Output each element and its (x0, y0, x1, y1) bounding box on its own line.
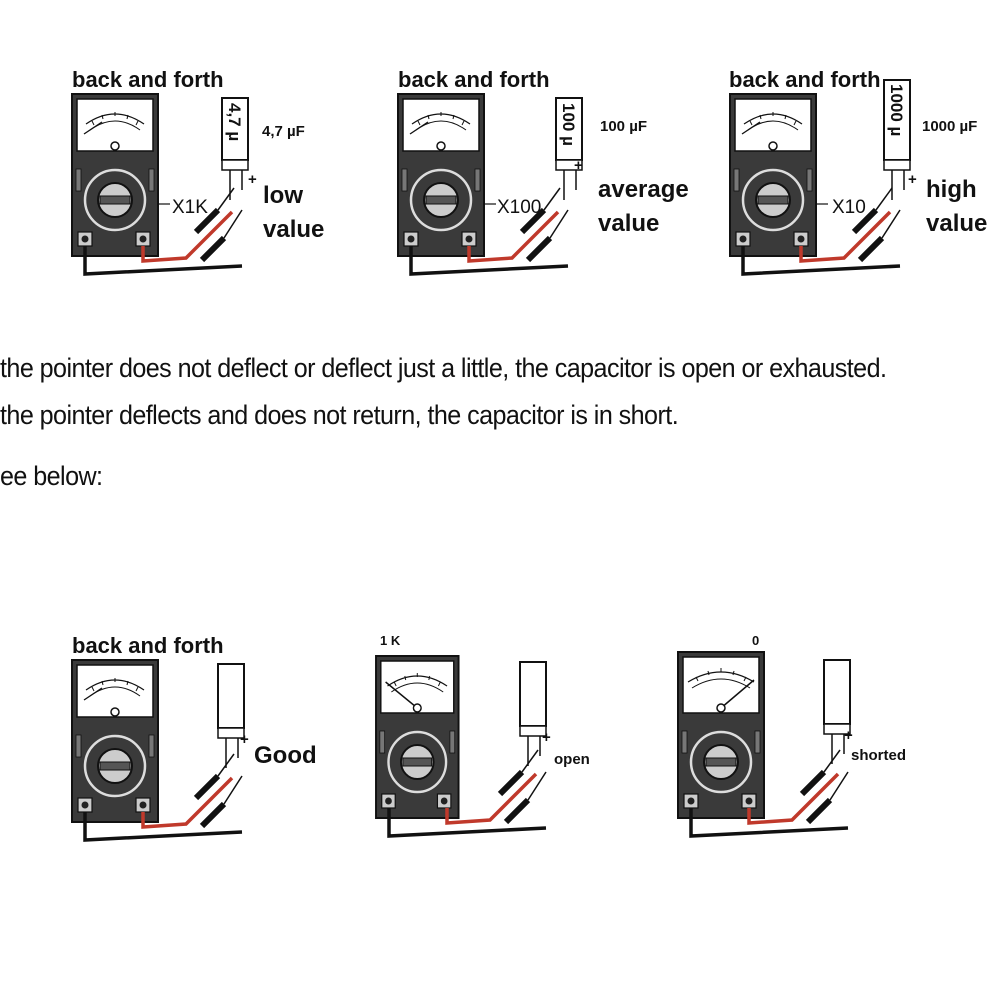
capacitance-label: 1000 µF (922, 118, 977, 135)
polarity-plus: + (542, 729, 551, 746)
multimeter (677, 651, 765, 819)
polarity-plus: + (248, 171, 257, 188)
capacitor (519, 661, 547, 766)
bottom-diagram-open: 1 K (375, 633, 590, 836)
motion-heading: back and forth (729, 67, 881, 92)
result-label: Good (254, 742, 317, 769)
range-label: X100 (497, 197, 541, 218)
multimeter (70, 658, 160, 824)
capacitor (217, 663, 245, 768)
multimeter (375, 655, 460, 819)
capacitor (823, 659, 851, 764)
see-below-line: ee below: (0, 461, 103, 491)
top-diagram-3: back and forth X10 1000 µ + 1000 µF high… (728, 67, 987, 274)
motion-heading: back and forth (72, 67, 224, 92)
scale-reading-label: 0 (752, 633, 759, 648)
capacitor-marking: 100 µ (559, 103, 578, 146)
result-label: open (554, 751, 590, 768)
range-label: X1K (172, 197, 208, 218)
result-label: shorted (851, 747, 906, 764)
value-label-line1: low (263, 182, 303, 209)
top-diagram-2: back and forth X100 100 µ + 100 µF avera… (396, 67, 689, 274)
value-label-line1: high (926, 176, 977, 203)
range-label: X10 (832, 197, 866, 218)
multimeter (396, 92, 486, 258)
value-label-line2: value (598, 210, 659, 237)
capacitor-marking: 4,7 µ (225, 103, 244, 141)
explanation-line-open: the pointer does not deflect or deflect … (0, 353, 887, 383)
capacitor: 4,7 µ (221, 97, 249, 200)
bottom-diagram-good: back and forth + Good (70, 633, 317, 840)
capacitor: 1000 µ (883, 79, 911, 200)
explanation-line-short: the pointer deflects and does not return… (0, 400, 679, 430)
motion-heading: back and forth (72, 633, 224, 658)
top-diagram-1: back and forth X1K 4,7 µ + 4,7 µF low va… (70, 67, 324, 274)
capacitor: 100 µ (555, 97, 583, 200)
capacitor-marking: 1000 µ (887, 84, 906, 136)
value-label-line2: value (263, 216, 324, 243)
multimeter (70, 92, 160, 258)
value-label-line2: value (926, 210, 987, 237)
capacitance-label: 100 µF (600, 118, 647, 135)
polarity-plus: + (844, 727, 853, 744)
value-label-line1: average (598, 176, 689, 203)
bottom-diagram-shorted: 0 + (677, 633, 906, 836)
polarity-plus: + (240, 731, 249, 748)
scale-reading-label: 1 K (380, 633, 401, 648)
polarity-plus: + (574, 157, 583, 174)
multimeter (728, 92, 818, 258)
capacitance-label: 4,7 µF (262, 123, 305, 140)
polarity-plus: + (908, 171, 917, 188)
motion-heading: back and forth (398, 67, 550, 92)
